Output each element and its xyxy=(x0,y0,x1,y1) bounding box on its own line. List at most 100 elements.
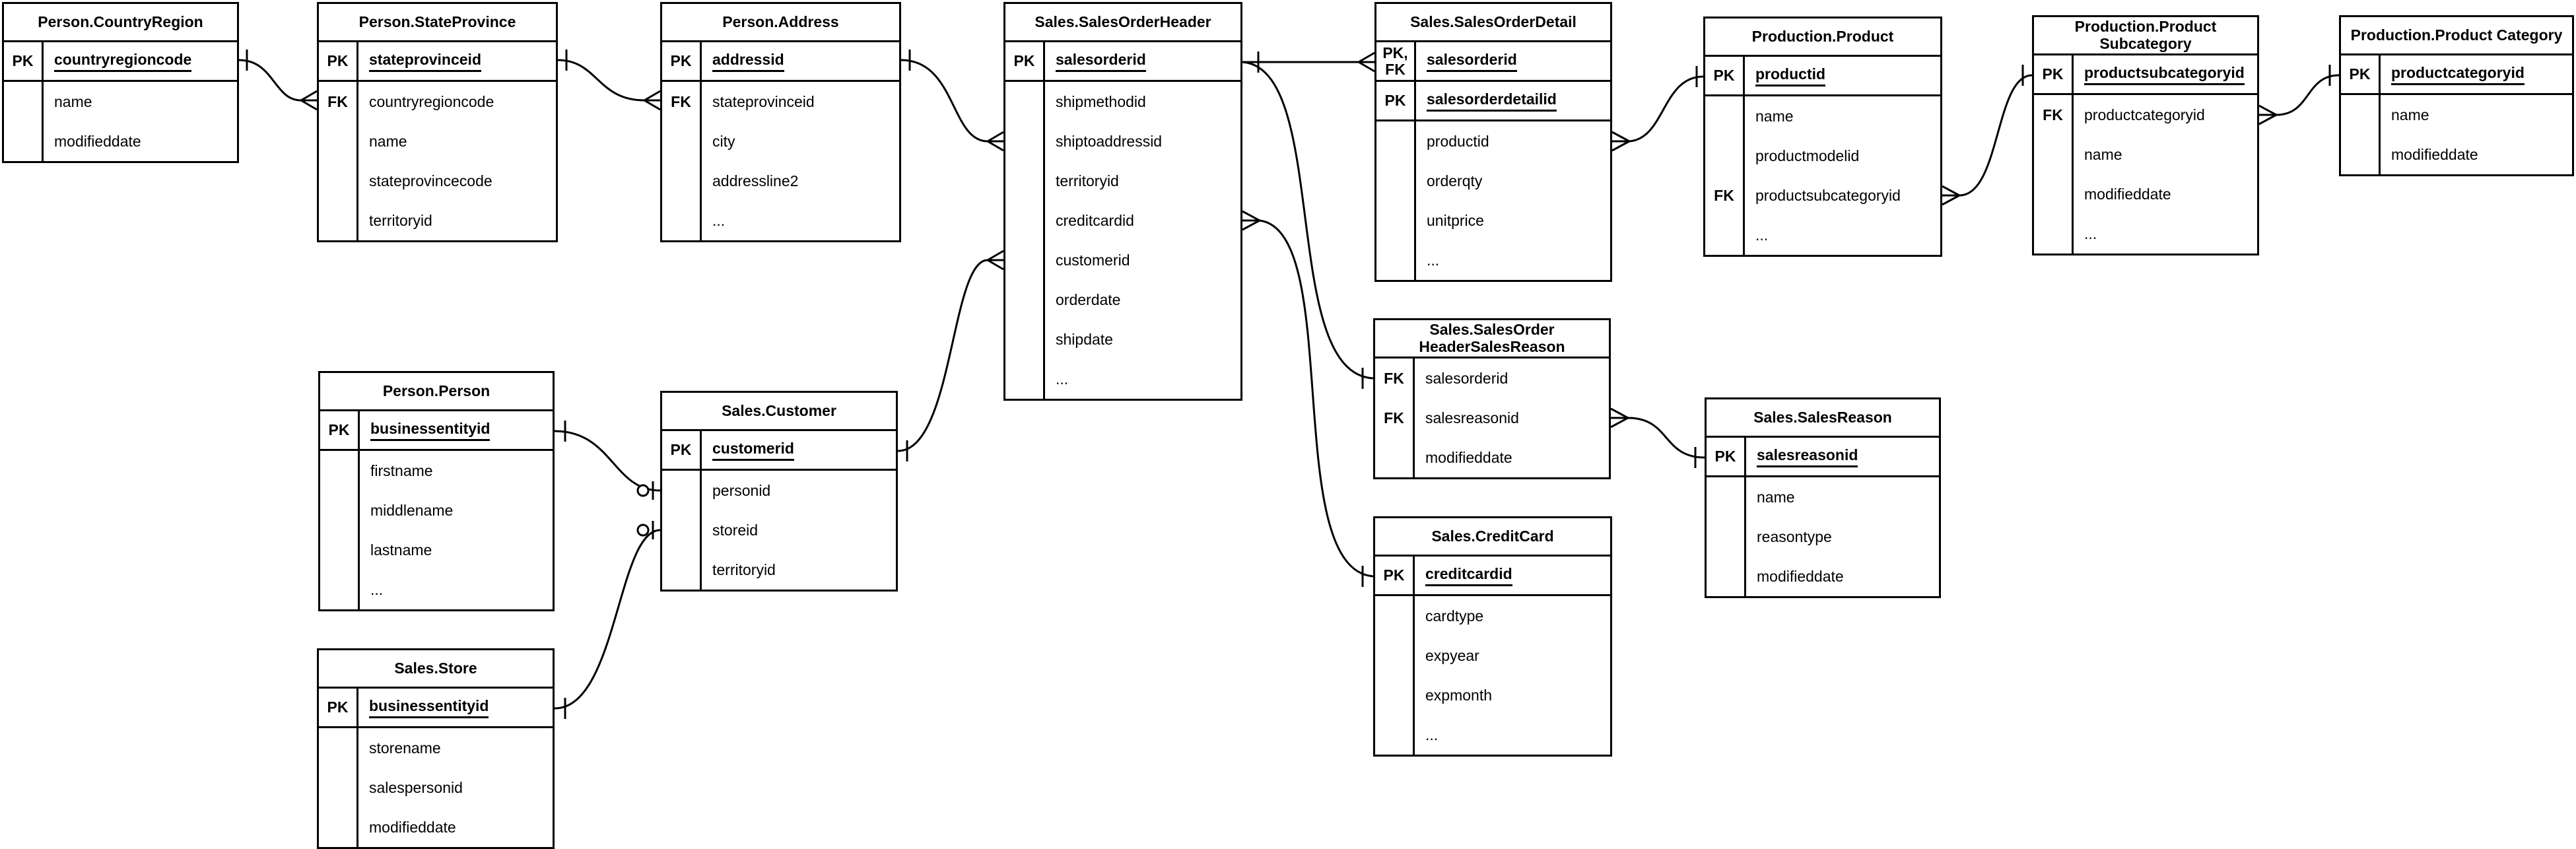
attribute-name: personid xyxy=(712,481,771,499)
key-label xyxy=(1375,636,1415,675)
attribute-row: middlename xyxy=(320,491,553,530)
key-label: FK xyxy=(319,82,358,121)
attribute-name: productid xyxy=(1755,65,1826,86)
attribute-name: salesorderid xyxy=(1056,51,1146,72)
connector-countryregion-stateprovince xyxy=(238,50,318,111)
attribute-row: ... xyxy=(1375,715,1610,755)
attribute-name: lastname xyxy=(370,541,432,559)
key-label xyxy=(1375,715,1415,755)
key-label xyxy=(319,728,358,768)
attribute-row: reasontype xyxy=(1707,517,1939,557)
table-title: Production.Product xyxy=(1705,18,1940,57)
connector-subcategory-category xyxy=(2258,65,2340,125)
key-label: PK xyxy=(1707,438,1746,475)
key-label xyxy=(662,161,702,201)
key-label xyxy=(2034,135,2074,174)
connector-product-subcategory xyxy=(1942,65,2033,206)
attribute-name: addressid xyxy=(712,51,784,72)
attribute-row: name xyxy=(4,82,237,121)
key-label: FK xyxy=(1705,176,1745,215)
table-title: Sales.CreditCard xyxy=(1375,518,1610,557)
attribute-row: territoryid xyxy=(1005,161,1240,201)
attribute-row: customerid xyxy=(1005,240,1240,280)
attribute-name: productcategoryid xyxy=(2391,64,2525,85)
key-label xyxy=(4,121,44,161)
key-label xyxy=(1376,161,1416,201)
key-label xyxy=(319,121,358,161)
key-label: PK xyxy=(319,689,358,726)
key-label xyxy=(2034,174,2074,214)
attribute-name: creditcardid xyxy=(1056,211,1134,229)
connector-salesorderdetail-product xyxy=(1611,66,1704,152)
attribute-name: productsubcategoryid xyxy=(1755,186,1901,204)
attribute-row: modifieddate xyxy=(1375,438,1609,477)
table-title: Production.Product Category xyxy=(2341,17,2572,55)
attribute-row: storeid xyxy=(662,510,896,550)
connector-salesorderheader-headersalesreason xyxy=(1242,61,1374,389)
attribute-row: cardtype xyxy=(1375,596,1610,636)
attribute-row: name xyxy=(2341,95,2572,135)
attribute-name: name xyxy=(54,92,92,110)
attribute-row: name xyxy=(319,121,556,161)
attribute-name: salesreasonid xyxy=(1757,446,1858,467)
key-label xyxy=(662,510,702,550)
attribute-row: expyear xyxy=(1375,636,1610,675)
key-label: PK xyxy=(2034,55,2074,93)
connector-customer-salesorderheader xyxy=(897,250,1004,461)
attribute-row: modifieddate xyxy=(4,121,237,161)
attribute-name: salesorderid xyxy=(1427,51,1517,72)
attribute-name: ... xyxy=(1755,226,1769,244)
key-label xyxy=(662,201,702,240)
key-label xyxy=(319,161,358,201)
key-label: PK xyxy=(1376,82,1416,119)
key-label xyxy=(1005,201,1045,240)
connector-stateprovince-address xyxy=(557,50,661,111)
attribute-name: orderdate xyxy=(1056,290,1121,308)
attribute-row: modifieddate xyxy=(2341,135,2572,174)
table-title: Sales.Store xyxy=(319,650,553,689)
attribute-row: orderqty xyxy=(1376,161,1610,201)
attribute-row: ... xyxy=(1705,215,1940,255)
connector-salesorderheader-salesorderdetail xyxy=(1242,51,1375,73)
attribute-row: modifieddate xyxy=(2034,174,2257,214)
connector-address-salesorderheader xyxy=(900,50,1004,152)
attribute-name: city xyxy=(712,132,735,150)
key-label xyxy=(1376,121,1416,161)
key-label xyxy=(662,550,702,590)
key-label: PK xyxy=(1375,557,1415,594)
attribute-name: storename xyxy=(369,739,441,757)
key-label: PK xyxy=(320,411,360,449)
attribute-name: productcategoryid xyxy=(2084,106,2205,123)
attribute-name: storeid xyxy=(712,521,759,539)
attribute-name: modifieddate xyxy=(1757,567,1844,585)
key-label: PK xyxy=(662,42,702,80)
attribute-name: ... xyxy=(370,580,384,598)
table-title: Person.Address xyxy=(662,4,899,42)
attribute-name: unitprice xyxy=(1427,211,1484,229)
attribute-row: shipdate xyxy=(1005,320,1240,359)
attribute-row: productid xyxy=(1376,121,1610,161)
attribute-name: name xyxy=(1757,488,1795,506)
key-label xyxy=(1376,201,1416,240)
